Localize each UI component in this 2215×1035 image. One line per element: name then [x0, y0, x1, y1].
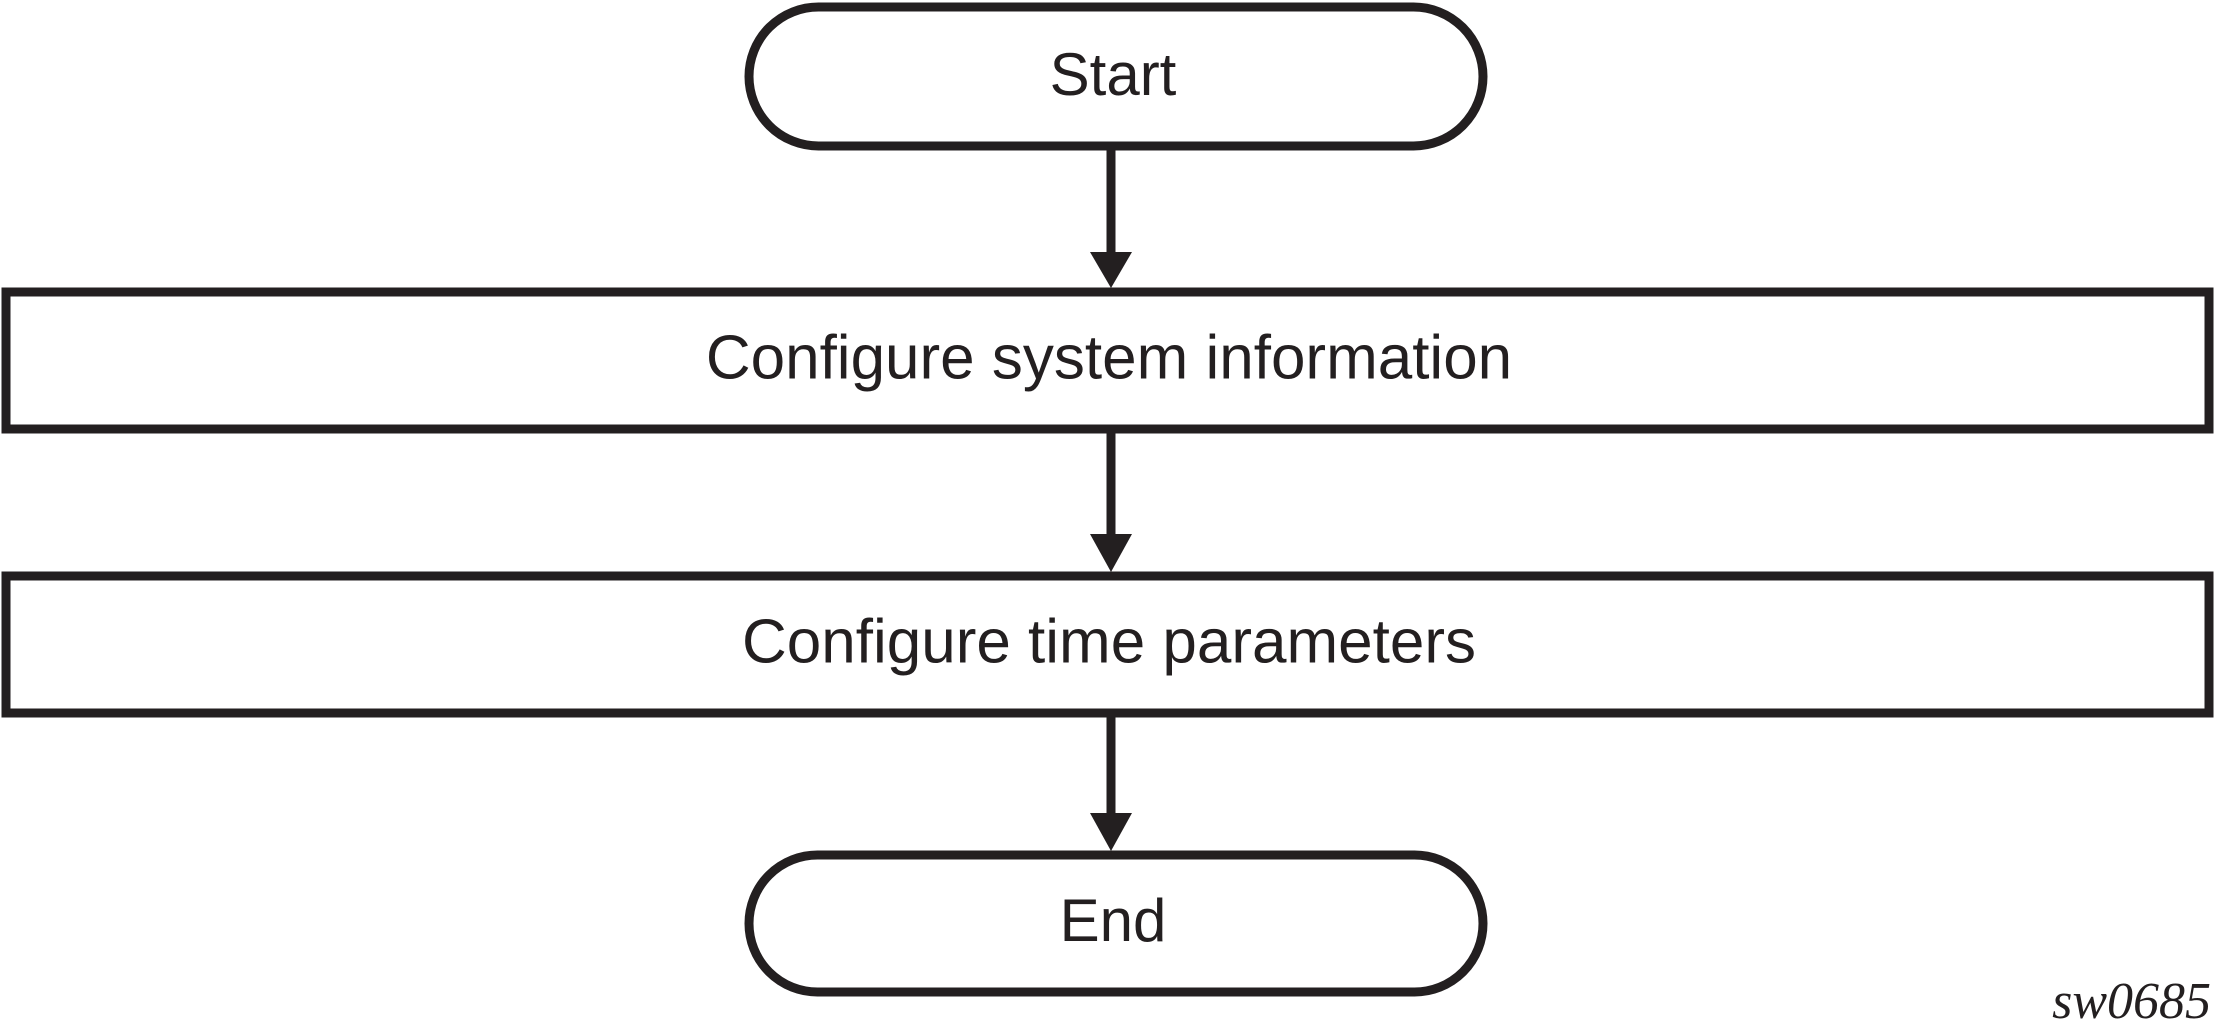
connector-configure-time-parameters-to-end: [1090, 717, 1132, 851]
node-start[interactable]: Start: [744, 2, 1488, 151]
node-end[interactable]: End: [744, 850, 1488, 997]
connector-configure-system-information-to-configure-time-parameters: [1090, 433, 1132, 572]
configure-time-parameters-process-shape: [1, 571, 2214, 718]
configure-system-information-process-shape: [1, 287, 2214, 434]
connector-1-arrowhead-icon: [1090, 252, 1132, 288]
configure-time-parameters-label: Configure time parameters: [742, 607, 1476, 676]
configure-system-information-label: Configure system information: [706, 323, 1512, 392]
connector-start-to-configure-system-information: [1090, 150, 1132, 288]
figure-id-label: sw0685: [2052, 973, 2211, 1030]
start-label: Start: [1050, 41, 1177, 108]
connector-3-arrowhead-icon: [1090, 813, 1132, 851]
node-configure-time-parameters[interactable]: Configure time parameters: [1, 571, 2214, 718]
connector-2-arrowhead-icon: [1090, 534, 1132, 572]
end-label: End: [1060, 887, 1167, 954]
end-terminator-shape: [744, 850, 1488, 997]
start-terminator-shape: [744, 2, 1488, 151]
node-configure-system-information[interactable]: Configure system information: [1, 287, 2214, 434]
